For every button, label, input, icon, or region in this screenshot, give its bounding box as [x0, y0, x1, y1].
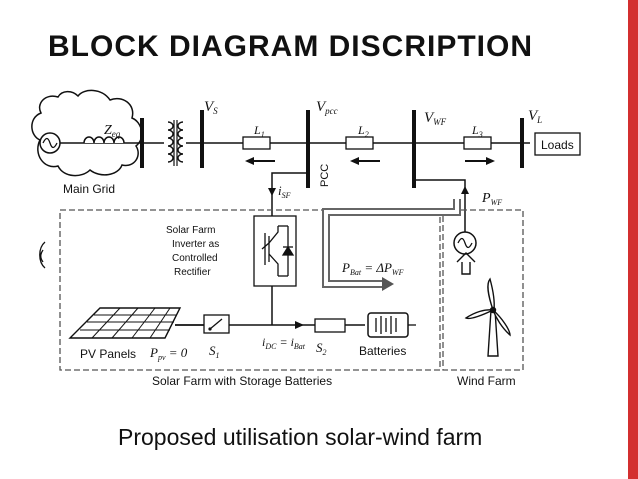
pbat-rhs: = ΔP	[361, 260, 392, 275]
vpcc-label: V	[316, 99, 327, 115]
l1-sub: 1	[261, 130, 265, 139]
isf-arrow-icon	[268, 188, 276, 196]
isf-sub: SF	[282, 191, 291, 200]
zeq-label: Z	[104, 123, 112, 138]
pbat-sub: Bat	[350, 268, 362, 277]
zeq-sub: eq	[112, 129, 121, 139]
left-arrow-icon	[245, 157, 275, 165]
vs-bus-bar	[200, 110, 204, 168]
vl-sub: L	[536, 115, 542, 125]
solar-farm-label: Solar Farm with Storage Batteries	[152, 374, 332, 388]
l1-label: L	[253, 123, 261, 137]
slide-title: BLOCK DIAGRAM DISCRIPTION	[48, 30, 533, 63]
slide-caption: Proposed utilisation solar-wind farm	[118, 424, 483, 450]
idc-mid: = i	[276, 335, 293, 349]
s2-label: S	[316, 340, 323, 355]
inverter-text-line-3: Controlled	[172, 253, 218, 264]
l1-inductor	[242, 136, 271, 150]
vs-sub: S	[213, 106, 218, 116]
hollow-up-arrow-icon	[456, 252, 476, 275]
vpcc-sub: pcc	[324, 106, 338, 116]
s1-sub: 1	[216, 351, 220, 360]
inverter-text-line-4: Rectifier	[174, 267, 211, 278]
solar-farm-frame	[59, 209, 441, 371]
ppv-label: P	[149, 345, 158, 360]
loads-box	[534, 132, 581, 156]
accent-bar	[628, 0, 638, 479]
left-edge-mark	[39, 241, 46, 269]
pwf-sub: WF	[491, 198, 503, 207]
main-grid-cloud	[31, 89, 143, 177]
inverter-text-line-1: Solar Farm	[166, 225, 215, 236]
svg-text:VS: VS	[204, 99, 218, 116]
zeq-inductor	[83, 136, 125, 144]
l3-inductor	[463, 136, 492, 150]
vs-label: V	[204, 99, 215, 115]
batteries-label: Batteries	[359, 344, 406, 358]
wind-feed-line	[414, 179, 466, 232]
pwf-label: P	[481, 191, 491, 206]
svg-text:PBat = ΔPWF: PBat = ΔPWF	[341, 260, 404, 277]
igbt-diode-icon	[261, 225, 295, 277]
pcc-bus-bar	[306, 110, 310, 188]
pcc-feed-line	[271, 172, 308, 216]
svg-text:Vpcc: Vpcc	[316, 99, 338, 116]
transformer-icon	[164, 120, 186, 166]
pv-panel-icon	[68, 307, 182, 339]
svg-text:Zeq: Zeq	[104, 123, 121, 139]
left-arrow-icon	[350, 157, 380, 165]
delta-p-arrow-icon	[382, 277, 394, 291]
svg-text:VL: VL	[528, 108, 542, 125]
svg-text:PWF: PWF	[481, 191, 502, 207]
l2-sub: 2	[365, 130, 369, 139]
vl-bus-bar	[520, 118, 524, 168]
l2-inductor	[345, 136, 374, 150]
pbat-rhs-sub: WF	[392, 268, 404, 277]
wind-generator-icon	[453, 231, 477, 255]
main-grid-label: Main Grid	[63, 182, 115, 196]
s1-label: S	[209, 343, 216, 358]
svg-text:L3: L3	[471, 123, 483, 139]
idc-rhs-sub: Bat	[294, 342, 306, 351]
l3-sub: 3	[478, 130, 483, 139]
l2-label: L	[357, 123, 365, 137]
idc-arrow-icon	[295, 321, 304, 329]
svg-text:VWF: VWF	[424, 110, 447, 127]
ac-source-icon	[39, 132, 61, 154]
svg-text:iDC = iBat: iDC = iBat	[262, 335, 306, 351]
vl-label: V	[528, 108, 539, 124]
svg-text:S1: S1	[209, 343, 220, 360]
pv-panels-label: PV Panels	[80, 347, 136, 361]
idc-label: i	[262, 335, 265, 349]
wind-turbine-icon	[464, 277, 511, 357]
wind-farm-label: Wind Farm	[457, 374, 516, 388]
isf-label: i	[278, 183, 282, 198]
l3-label: L	[471, 123, 479, 137]
grid-bus-bar	[140, 118, 144, 168]
svg-text:L1: L1	[253, 123, 265, 139]
vwf-sub: WF	[433, 117, 446, 127]
inverter-text-line-2: Inverter as	[172, 239, 219, 250]
vwf-label: V	[424, 110, 435, 126]
svg-text:Ppv = 0: Ppv = 0	[149, 345, 188, 362]
pwf-arrow-icon	[461, 186, 469, 194]
ppv-sub: pv	[157, 353, 166, 362]
svg-text:L2: L2	[357, 123, 369, 139]
s2-box	[314, 318, 346, 333]
pcc-label: PCC	[319, 164, 331, 187]
right-arrow-icon	[465, 157, 495, 165]
vwf-bus-bar	[412, 110, 416, 188]
pbat-label: P	[341, 260, 350, 275]
svg-text:S2: S2	[316, 340, 327, 357]
idc-sub: DC	[264, 342, 277, 351]
s2-sub: 2	[323, 348, 327, 357]
svg-text:iSF: iSF	[278, 183, 291, 200]
battery-icon	[367, 312, 416, 338]
loads-label: Loads	[541, 138, 574, 152]
ppv-rhs: = 0	[166, 345, 188, 360]
inverter-caption: Solar Farm Inverter as Controlled Rectif…	[166, 225, 219, 278]
wind-farm-frame	[442, 209, 524, 371]
